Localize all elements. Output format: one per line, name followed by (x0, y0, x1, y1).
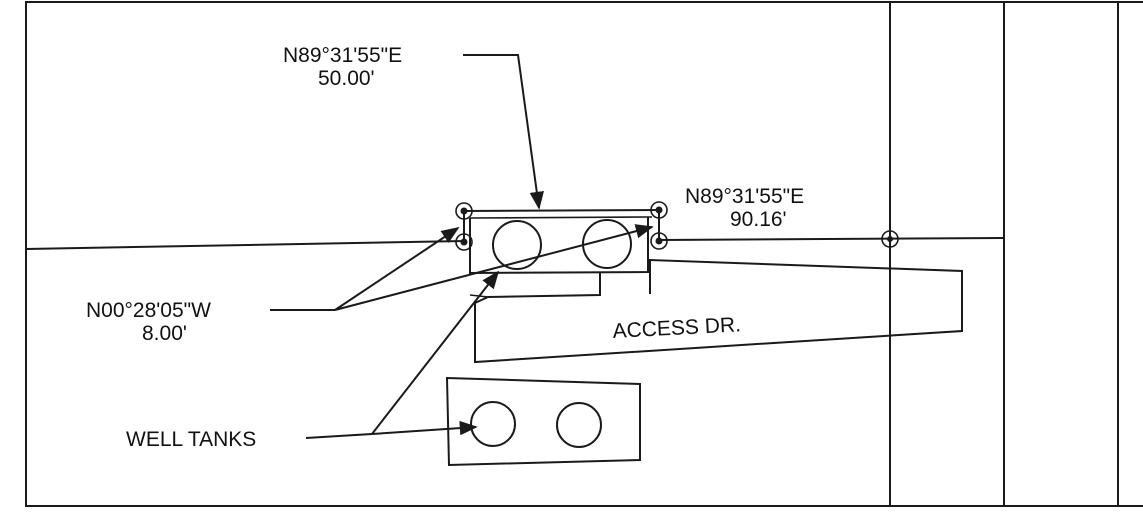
easement-top-inner (469, 216, 653, 219)
right-bearing-label: N89°31'55"E (685, 185, 804, 208)
well-tanks-label: WELL TANKS (126, 428, 256, 451)
right-distance-label: 90.16' (730, 208, 787, 231)
tank-pad-outline (469, 217, 649, 275)
left-distance-label: 8.00' (142, 322, 187, 345)
upper-tank-right (582, 219, 632, 269)
top-label-leader (463, 54, 544, 210)
well-tanks-leader-arrow-1 (371, 270, 500, 435)
easement-top (463, 209, 660, 212)
access-drive-outline (474, 258, 963, 364)
left-leader-arrow-1 (334, 227, 460, 311)
left-bearing-label: N00°28'05"W (86, 299, 211, 322)
left-leader-arrow-2 (334, 224, 654, 311)
lower-tank-left (470, 401, 516, 447)
monument-markers (455, 201, 899, 251)
well-tanks-leader-horizontal (305, 433, 373, 439)
top-distance-label: 50.00' (318, 67, 375, 90)
well-tanks-leader-arrow-2 (371, 420, 478, 436)
property-line-left (25, 240, 466, 250)
drawing-border (25, 1, 1143, 507)
property-line-right (659, 237, 1005, 241)
lower-tank-pad (445, 376, 641, 467)
upper-tank-left (492, 220, 542, 270)
top-bearing-label: N89°31'55"E (283, 44, 402, 67)
access-drive-label: ACCESS DR. (612, 313, 741, 343)
lower-tank-right (556, 402, 602, 448)
